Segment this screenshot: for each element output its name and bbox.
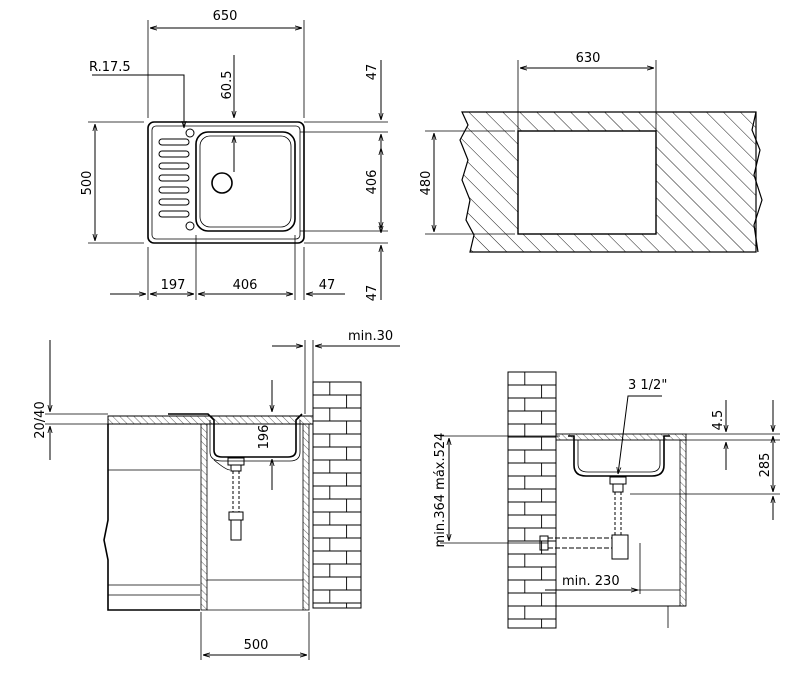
worktop-right	[555, 433, 687, 441]
rim-height-label: 4.5	[711, 410, 726, 431]
drain-hole	[211, 172, 233, 194]
cutout-opening	[517, 130, 657, 235]
waste-size-label: 3 1/2"	[628, 378, 667, 393]
bowl-width-label: 406	[233, 278, 258, 293]
right-margin-label: 47	[319, 278, 336, 293]
wall-clearance-label: min.30	[348, 329, 393, 344]
sink-outline	[147, 121, 305, 244]
bowl-depth-label: 406	[365, 170, 380, 195]
cabinet-wall-right	[302, 423, 310, 611]
drain-offset-label: 60.5	[220, 71, 235, 100]
sink-bowl	[195, 131, 296, 232]
drainer-width-label: 197	[161, 278, 186, 293]
cutout-view: 630 480	[419, 51, 763, 253]
bowl-depth-left-label: 196	[257, 425, 272, 450]
trap-height-label: min.364 máx.524	[433, 433, 448, 548]
bottom-margin-label: 47	[365, 285, 380, 302]
cabinet-wall-left	[200, 423, 208, 611]
cutout-depth-label: 480	[419, 171, 434, 196]
tap-hole-bottom	[185, 221, 195, 231]
brick-wall-left	[312, 381, 362, 609]
overall-width-label: 650	[213, 9, 238, 24]
tap-hole-top	[185, 128, 195, 138]
sink-bowl-right	[568, 435, 670, 477]
sink-top-view: 650 R.17.5 60.5 500 47 406 47	[80, 9, 388, 301]
cabinet-width-label: 500	[244, 638, 269, 653]
top-margin-label: 47	[365, 64, 380, 81]
bowl-depth-right-label: 285	[758, 453, 773, 478]
corner-radius-label: R.17.5	[89, 60, 131, 75]
side-section-left: min.30 20/40 196 500	[33, 329, 400, 660]
sink-bowl-inner	[199, 135, 292, 228]
overall-depth-label: 500	[80, 171, 95, 196]
sink-inner-rim	[151, 125, 301, 240]
cutout-width-label: 630	[576, 51, 601, 66]
drainer-ribs	[158, 138, 190, 218]
min-clearance-label: min. 230	[562, 574, 620, 589]
sink-bowl-section	[168, 413, 303, 458]
side-section-right: 3 1/2" 4.5 285 min.364 máx.524 min. 230	[433, 371, 780, 629]
worktop-thickness-label: 20/40	[33, 401, 48, 438]
